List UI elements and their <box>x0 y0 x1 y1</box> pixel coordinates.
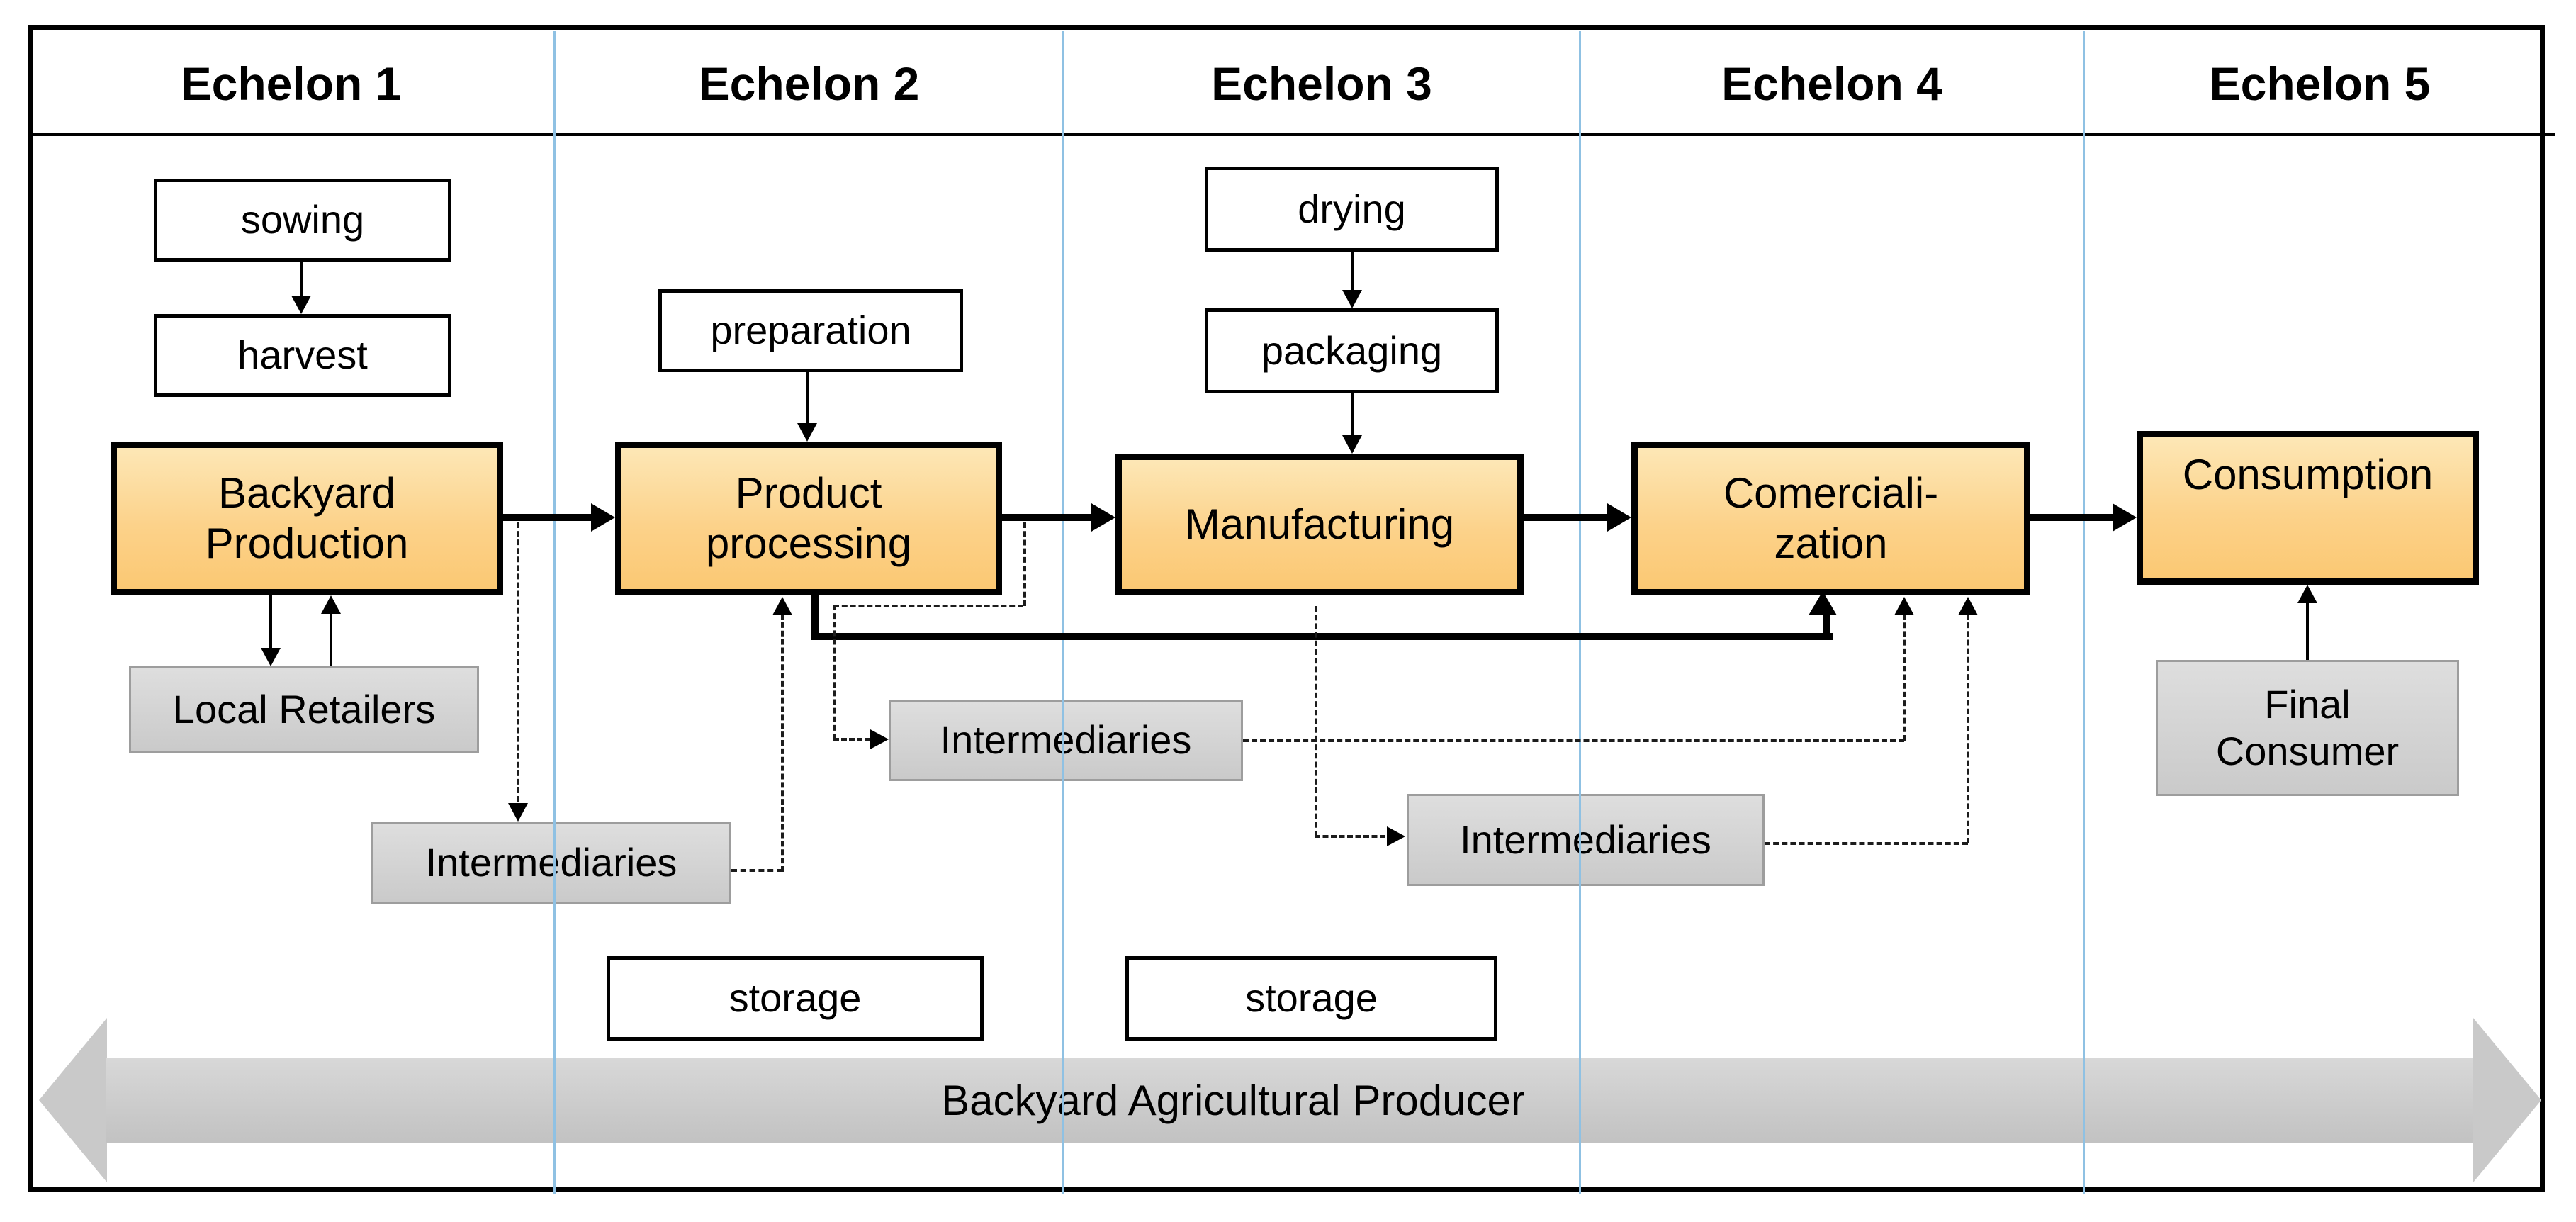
preparation-label: preparation <box>710 308 911 353</box>
flow-arrow-processing-to-manufacturing <box>1002 514 1091 521</box>
bypass-line-head <box>1809 591 1837 615</box>
storage-label: storage <box>1245 975 1378 1021</box>
echelon-header-4: Echelon 4 <box>1721 57 1942 110</box>
dashed-intermediaries1-to-processing-h <box>731 869 782 872</box>
flow-arrow-comercialization-to-consumption-head <box>2113 503 2137 532</box>
dashed-intermediaries1-to-processing-head <box>772 597 792 615</box>
echelon-header-2: Echelon 2 <box>698 57 920 110</box>
intermediaries-box-1: Intermediaries <box>371 822 731 904</box>
column-divider-3 <box>1579 31 1581 1194</box>
intermediaries-box-2: Intermediaries <box>889 700 1243 781</box>
consumption-label: Consumption <box>2182 451 2434 498</box>
flow-arrow-processing-to-manufacturing-head <box>1091 503 1115 532</box>
arrow-preparation-to-processing-head <box>797 423 817 442</box>
dashed-manufacturing-to-intermediaries3-head <box>1387 826 1405 846</box>
drying-box: drying <box>1205 167 1499 252</box>
dashed-processing-to-intermediaries2-head <box>870 729 889 749</box>
backyard-production-line1: Backyard <box>218 469 396 517</box>
arrow-production-to-retailers <box>269 595 272 649</box>
arrow-consumer-to-consumption <box>2306 602 2309 660</box>
product-processing-line1: Product <box>735 469 882 517</box>
echelon-header-3: Echelon 3 <box>1211 57 1432 110</box>
producer-band <box>106 1058 2473 1143</box>
intermediaries-box-3: Intermediaries <box>1407 794 1765 886</box>
backyard-production-line2: Production <box>205 519 409 567</box>
product-processing-line2: processing <box>705 519 912 567</box>
dashed-production-to-intermediaries1 <box>517 522 519 802</box>
comercialization-box: Comerciali- zation <box>1631 442 2030 595</box>
arrow-sowing-to-harvest <box>300 262 303 298</box>
dashed-intermediaries2-to-comercialization-head <box>1894 597 1914 615</box>
dashed-manufacturing-to-intermediaries3-h <box>1315 835 1385 838</box>
arrow-packaging-to-manufacturing-head <box>1342 435 1362 454</box>
harvest-box: harvest <box>154 314 451 397</box>
packaging-box: packaging <box>1205 308 1499 393</box>
arrow-drying-to-packaging <box>1351 252 1354 291</box>
column-divider-2 <box>1062 31 1064 1194</box>
dashed-intermediaries2-to-comercialization-h <box>1243 739 1904 742</box>
flow-arrow-production-to-processing-head <box>591 503 615 532</box>
dashed-processing-to-intermediaries2-h1 <box>833 605 1023 607</box>
comercialization-line2: zation <box>1774 519 1888 567</box>
dashed-intermediaries3-to-comercialization-v <box>1967 614 1969 843</box>
arrow-consumer-to-consumption-head <box>2297 585 2317 603</box>
dashed-processing-to-intermediaries2-h2 <box>833 738 870 741</box>
local-retailers-label: Local Retailers <box>172 686 436 731</box>
dashed-processing-to-intermediaries2-v1 <box>1023 522 1026 606</box>
sowing-label: sowing <box>240 197 365 242</box>
echelon-header-1: Echelon 1 <box>180 57 402 110</box>
arrow-production-to-retailers-head <box>261 648 281 666</box>
manufacturing-label: Manufacturing <box>1184 500 1455 548</box>
manufacturing-box: Manufacturing <box>1115 454 1524 595</box>
arrow-preparation-to-processing <box>806 372 809 425</box>
echelon-header-5: Echelon 5 <box>2209 57 2431 110</box>
product-processing-box: Product processing <box>615 442 1002 595</box>
final-consumer-line1: Final <box>2264 681 2351 727</box>
local-retailers-box: Local Retailers <box>129 666 479 753</box>
backyard-production-box: Backyard Production <box>111 442 503 595</box>
intermediaries-label: Intermediaries <box>940 717 1192 763</box>
packaging-label: packaging <box>1261 327 1443 373</box>
dashed-processing-to-intermediaries2-v2 <box>833 605 836 739</box>
sowing-box: sowing <box>154 179 451 262</box>
arrow-sowing-to-harvest-head <box>291 296 311 314</box>
dashed-intermediaries3-to-comercialization-h <box>1765 842 1968 845</box>
consumption-box: Consumption <box>2137 431 2479 585</box>
bypass-line-horizontal <box>811 633 1833 640</box>
flow-arrow-comercialization-to-consumption <box>2030 514 2113 521</box>
storage-box-echelon3: storage <box>1125 956 1497 1041</box>
producer-band-label: Backyard Agricultural Producer <box>941 1076 1525 1124</box>
column-divider-4 <box>2083 31 2085 1194</box>
drying-label: drying <box>1298 186 1406 231</box>
final-consumer-box: Final Consumer <box>2156 660 2459 796</box>
dashed-production-to-intermediaries1-head <box>508 803 528 822</box>
comercialization-line1: Comerciali- <box>1723 469 1939 517</box>
dashed-intermediaries1-to-processing-v <box>781 614 784 872</box>
storage-label: storage <box>729 975 862 1021</box>
producer-band-right-arrowhead <box>2473 1018 2541 1182</box>
intermediaries-label: Intermediaries <box>1460 817 1711 862</box>
arrow-drying-to-packaging-head <box>1342 290 1362 308</box>
preparation-box: preparation <box>658 289 963 372</box>
flow-arrow-production-to-processing <box>503 514 591 521</box>
harvest-label: harvest <box>237 332 368 378</box>
storage-box-echelon2: storage <box>607 956 984 1041</box>
arrow-packaging-to-manufacturing <box>1351 393 1354 437</box>
dashed-intermediaries2-to-comercialization-v <box>1903 614 1906 741</box>
bypass-line-processing-down <box>811 595 819 640</box>
flow-arrow-manufacturing-to-comercialization <box>1524 514 1607 521</box>
producer-band-left-arrowhead <box>39 1018 107 1182</box>
arrow-retailers-to-production-head <box>321 595 341 614</box>
flow-arrow-manufacturing-to-comercialization-head <box>1607 503 1631 532</box>
dashed-manufacturing-to-intermediaries3-v <box>1315 606 1317 836</box>
dashed-intermediaries3-to-comercialization-head <box>1958 597 1978 615</box>
intermediaries-label: Intermediaries <box>425 839 677 885</box>
final-consumer-line2: Consumer <box>2215 729 2400 773</box>
arrow-retailers-to-production <box>330 612 332 666</box>
column-divider-1 <box>553 31 556 1194</box>
header-separator-line <box>28 133 2555 136</box>
bypass-line-up <box>1823 614 1830 640</box>
